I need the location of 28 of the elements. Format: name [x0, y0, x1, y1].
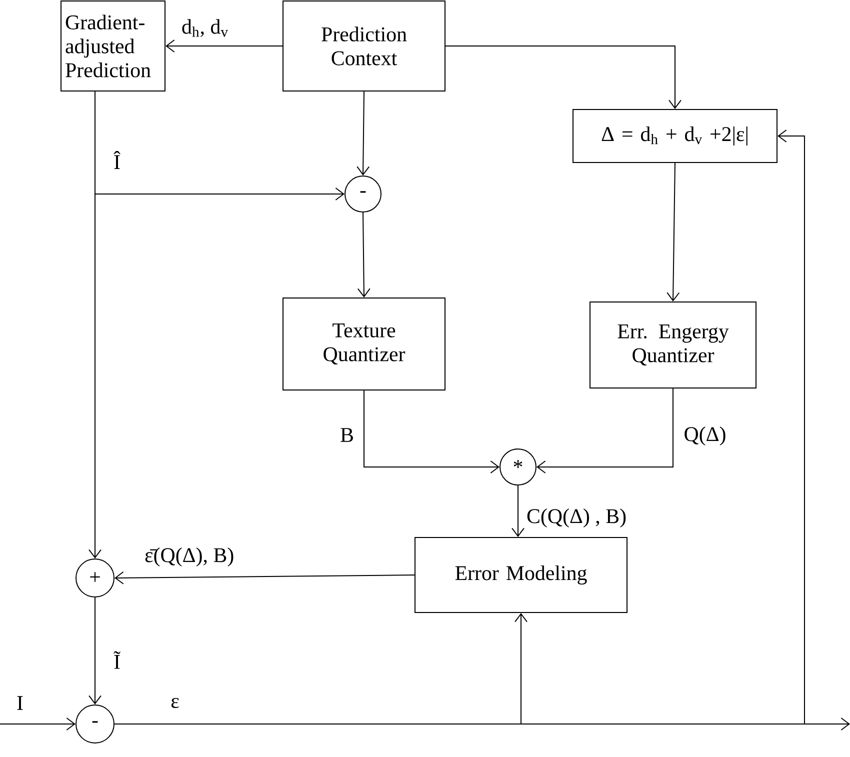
arrow	[0, 718, 76, 730]
arrow	[536, 388, 674, 474]
process-box: Error Modeling	[414, 537, 628, 613]
edge-label: d$_{h}$, d$_{v}$	[180, 18, 230, 38]
process-box: Texture Quantizer	[282, 298, 446, 390]
arrow	[88, 91, 102, 558]
edge-label: ε̄(Q(Δ), B)	[144, 546, 236, 568]
arrow	[512, 485, 524, 537]
process-box: Δ = d$_{h}$ + d$_{v}$ +2|ε|	[572, 109, 778, 163]
edge-label: I	[16, 695, 24, 711]
edge-label: Q(Δ)	[682, 426, 728, 446]
edge-label: B	[339, 427, 355, 443]
arrow	[445, 46, 682, 109]
arrow	[356, 91, 370, 176]
arrow	[114, 571, 415, 584]
arrow	[88, 597, 102, 704]
arrow	[357, 212, 370, 298]
edge-label: Ĩ	[112, 650, 122, 670]
process-box: Prediction Context	[282, 0, 446, 92]
arrow	[666, 162, 680, 302]
process-box: Gradient-adjusted Prediction	[60, 0, 166, 92]
arrow	[114, 130, 805, 724]
arrow	[364, 390, 500, 474]
arrow	[166, 40, 283, 52]
edge-label: C(Q(Δ) , B)	[526, 508, 628, 528]
process-box: Err. Engergy Quantizer	[590, 302, 756, 388]
edge-label: Î	[112, 150, 122, 170]
edge-label: ε	[170, 696, 180, 710]
